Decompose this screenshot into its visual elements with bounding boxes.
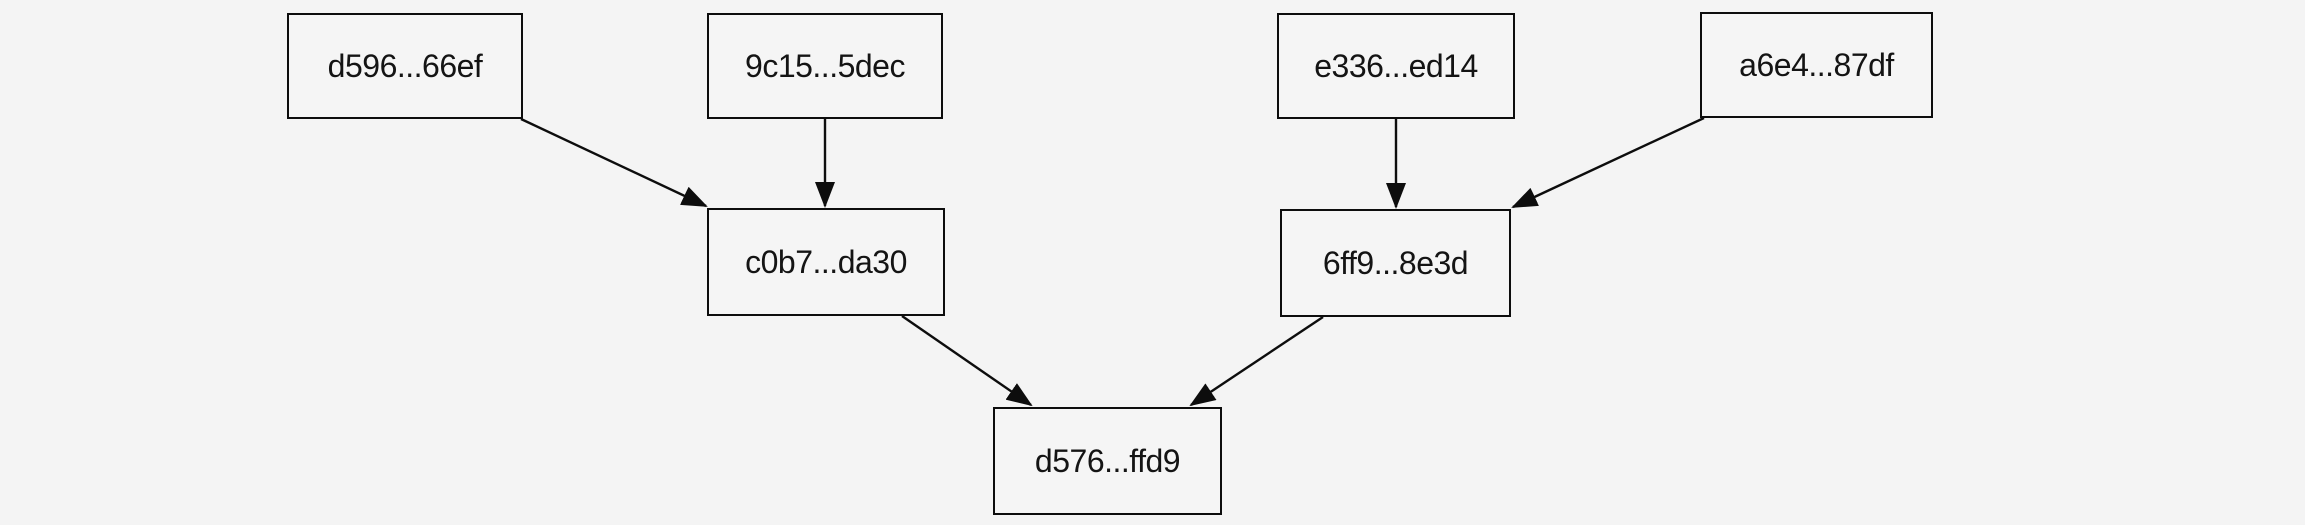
node-a6e4-87df: a6e4...87df (1700, 12, 1933, 118)
node-9c15-5dec: 9c15...5dec (707, 13, 943, 119)
edge-d596-to-c0b7 (520, 117, 708, 208)
edge-c0b7-to-d576 (901, 315, 1033, 407)
node-6ff9-8e3d: 6ff9...8e3d (1280, 209, 1511, 317)
edge-a6e4-to-6ff9 (1511, 116, 1705, 209)
node-label: 6ff9...8e3d (1322, 244, 1469, 281)
node-label: d576...ffd9 (1034, 442, 1181, 479)
node-label: c0b7...da30 (745, 243, 907, 280)
node-label: 9c15...5dec (745, 47, 905, 84)
node-d576-ffd9: d576...ffd9 (993, 407, 1222, 515)
node-label: e336...ed14 (1314, 47, 1478, 84)
node-e336-ed14: e336...ed14 (1277, 13, 1515, 119)
node-label: a6e4...87df (1739, 46, 1894, 83)
edge-6ff9-to-d576 (1189, 316, 1324, 407)
node-c0b7-da30: c0b7...da30 (707, 208, 945, 316)
node-d596-66ef: d596...66ef (287, 13, 523, 119)
node-label: d596...66ef (327, 47, 483, 84)
